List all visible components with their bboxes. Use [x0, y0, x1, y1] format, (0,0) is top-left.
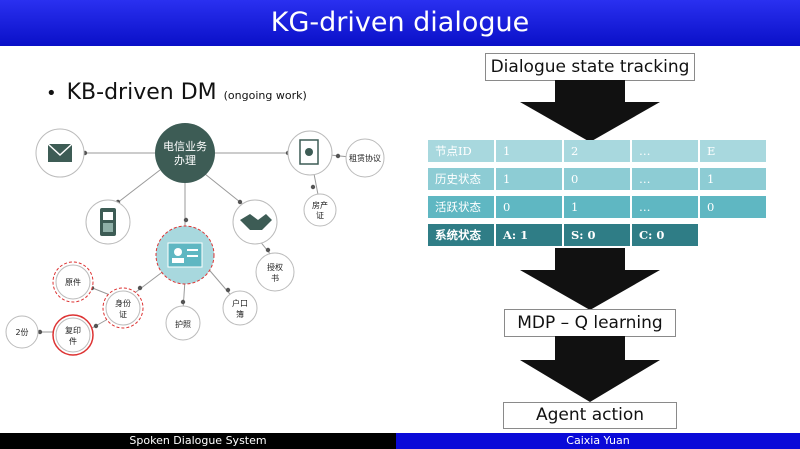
- copy-label-1: 复印: [65, 325, 81, 335]
- center-label-2: 办理: [174, 154, 196, 167]
- down-arrow-2: [520, 248, 660, 310]
- table-row-system: 系统状态 A: 1 S: 0 C: 0: [428, 224, 768, 246]
- down-arrow-3: [520, 336, 660, 402]
- center-label-1: 电信业务: [163, 140, 207, 153]
- title-divider: [0, 46, 800, 48]
- mdp-box: MDP – Q learning: [504, 309, 676, 337]
- table-cell: 节点ID: [428, 140, 496, 162]
- table-cell: S: 0: [564, 224, 632, 246]
- footer-author: Caixia Yuan: [396, 433, 800, 449]
- phone-icon: [100, 208, 116, 236]
- table-cell: C: 0: [632, 224, 700, 246]
- hukou-label-1: 户口: [232, 298, 248, 308]
- footer-course: Spoken Dialogue System: [0, 433, 396, 449]
- idcard-label-2: 证: [119, 310, 127, 319]
- table-cell: 1: [700, 168, 768, 190]
- table-row-active: 活跃状态 0 1 … 0: [428, 196, 768, 218]
- state-table: 节点ID 1 2 … E 历史状态 1 0 … 1 活跃状态 0 1 … 0 系…: [428, 140, 768, 252]
- table-cell: 2: [564, 140, 632, 162]
- table-row-node-id: 节点ID 1 2 … E: [428, 140, 768, 162]
- table-cell: 1: [564, 196, 632, 218]
- idcard-icon: [167, 242, 203, 268]
- idcard-label-1: 身份: [115, 298, 131, 308]
- property-label-1: 房产: [312, 200, 328, 210]
- dst-box: Dialogue state tracking: [485, 53, 695, 81]
- table-cell: 活跃状态: [428, 196, 496, 218]
- table-cell: 0: [496, 196, 564, 218]
- passport-label: 护照: [175, 319, 191, 329]
- bullet-kb-driven: • KB-driven DM (ongoing work): [46, 80, 307, 105]
- two-copies-label: 2份: [15, 327, 28, 337]
- table-cell: 0: [700, 196, 768, 218]
- table-cell: 0: [564, 168, 632, 190]
- hukou-node: [222, 290, 258, 326]
- envelope-icon: [47, 143, 73, 162]
- table-cell: 历史状态: [428, 168, 496, 190]
- table-cell: …: [632, 140, 700, 162]
- bullet-main-text: KB-driven DM: [66, 80, 217, 105]
- table-cell: E: [700, 140, 768, 162]
- table-cell: …: [632, 196, 700, 218]
- down-arrow-1: [520, 80, 660, 142]
- auth-label-1: 授权: [267, 262, 283, 272]
- table-cell: 系统状态: [428, 224, 496, 246]
- handshake-icon: [240, 214, 272, 230]
- lease-label: 租赁协议: [349, 153, 381, 163]
- lease-node: [345, 138, 385, 178]
- table-cell: 1: [496, 168, 564, 190]
- property-label-2: 证: [316, 211, 324, 220]
- two-copies-node: [5, 315, 39, 349]
- copy-label-2: 件: [69, 336, 77, 346]
- slide-title: KG-driven dialogue: [0, 0, 800, 46]
- table-cell: …: [632, 168, 700, 190]
- property-node: [303, 193, 337, 227]
- agent-action-box: Agent action: [503, 402, 677, 429]
- auth-node: [255, 252, 295, 292]
- table-row-history: 历史状态 1 0 … 1: [428, 168, 768, 190]
- table-cell: 1: [496, 140, 564, 162]
- bullet-dot: •: [46, 83, 57, 104]
- bullet-sub-text: (ongoing work): [223, 89, 307, 102]
- auth-label-2: 书: [271, 273, 279, 283]
- original-label: 原件: [65, 277, 81, 287]
- document-icon: [299, 139, 319, 165]
- table-cell: A: 1: [496, 224, 564, 246]
- hukou-label-2: 簿: [236, 309, 244, 319]
- center-node: [155, 123, 215, 183]
- passport-node: [165, 305, 201, 341]
- kb-graph: 电信业务 办理 租赁协议 房产 证 授权 书 户口 簿 护照: [5, 123, 385, 356]
